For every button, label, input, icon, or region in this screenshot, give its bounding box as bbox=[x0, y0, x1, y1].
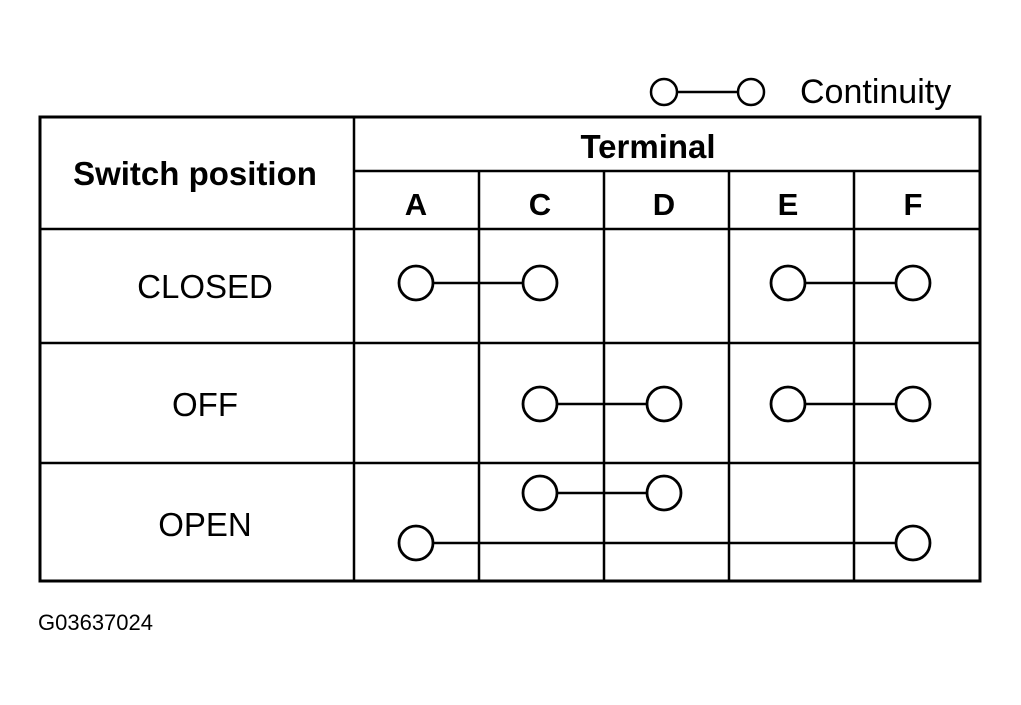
terminal-header: Terminal bbox=[580, 128, 715, 165]
switch-position-header: Switch position bbox=[73, 155, 317, 192]
row-label-closed: CLOSED bbox=[137, 268, 273, 305]
terminal-node-f bbox=[894, 264, 932, 302]
terminal-node-c bbox=[521, 474, 559, 512]
terminal-node-e bbox=[769, 385, 807, 423]
terminal-label-a: A bbox=[405, 187, 427, 222]
continuity-legend: Continuity bbox=[649, 73, 951, 111]
terminal-node-c bbox=[521, 385, 559, 423]
table-grid bbox=[38, 115, 982, 583]
continuity-off-e-f bbox=[769, 385, 932, 423]
terminal-node-d bbox=[645, 474, 683, 512]
row-label-open: OPEN bbox=[158, 506, 252, 543]
continuity-closed-e-f bbox=[769, 264, 932, 302]
terminal-node-f bbox=[894, 524, 932, 562]
terminal-label-f: F bbox=[904, 187, 923, 222]
terminal-node-a bbox=[397, 264, 435, 302]
row-labels: CLOSED OFF OPEN bbox=[137, 268, 273, 543]
continuity-off-c-d bbox=[521, 385, 683, 423]
legend-circle-left bbox=[649, 77, 679, 107]
terminal-node-e bbox=[769, 264, 807, 302]
continuity-open-c-d bbox=[521, 474, 683, 512]
terminal-node-c bbox=[521, 264, 559, 302]
table-border bbox=[38, 115, 982, 583]
continuity-connections bbox=[397, 264, 932, 562]
figure-code: G03637024 bbox=[38, 610, 153, 635]
continuity-closed-a-c bbox=[397, 264, 559, 302]
terminal-label-c: C bbox=[529, 187, 551, 222]
row-label-off: OFF bbox=[172, 386, 238, 423]
legend-label: Continuity bbox=[800, 73, 951, 111]
terminal-label-d: D bbox=[653, 187, 675, 222]
terminal-label-e: E bbox=[778, 187, 799, 222]
continuity-open-a-f bbox=[397, 524, 932, 562]
terminal-node-f bbox=[894, 385, 932, 423]
legend-circle-right bbox=[736, 77, 766, 107]
terminal-node-d bbox=[645, 385, 683, 423]
terminal-node-a bbox=[397, 524, 435, 562]
